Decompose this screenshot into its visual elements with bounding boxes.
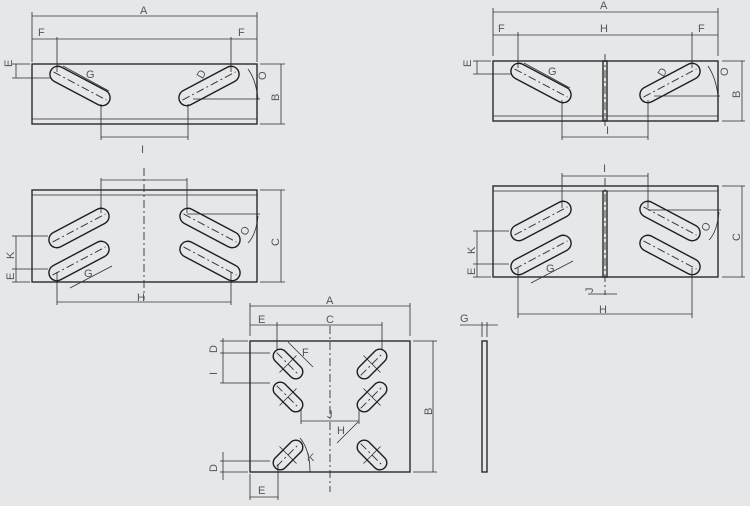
slot-right-bottom — [639, 234, 701, 276]
label-o: O — [699, 220, 714, 234]
label-g: G — [546, 263, 555, 275]
label-g: G — [84, 268, 93, 280]
label-i: I — [208, 372, 220, 375]
label-i: I — [141, 144, 144, 156]
slot-top-left-2 — [272, 381, 304, 413]
slot-left — [49, 65, 111, 107]
label-e-top: E — [258, 314, 265, 326]
label-h: H — [337, 425, 345, 437]
label-b: B — [423, 408, 435, 415]
label-c: C — [326, 314, 334, 326]
view-2-split-plate: A F H F E G D O B — [462, 0, 745, 140]
label-f-left: F — [38, 27, 45, 39]
label-g: G — [86, 69, 95, 81]
label-g: G — [460, 313, 469, 325]
label-o: O — [257, 71, 269, 80]
label-f-right: F — [238, 27, 245, 39]
label-f-right: F — [698, 23, 705, 35]
slot-right — [639, 62, 701, 104]
label-b: B — [270, 94, 282, 101]
label-i: I — [606, 125, 609, 137]
view-5-square-plate: A E C D I — [208, 295, 437, 500]
label-j: J — [584, 288, 596, 294]
label-h: H — [137, 292, 145, 304]
plate-outline — [31, 189, 258, 283]
label-e: E — [5, 273, 17, 280]
label-d: D — [656, 66, 670, 79]
slot-right-top — [179, 207, 241, 249]
view-3-four-slot-plate: K E G H O C — [5, 168, 285, 305]
label-d: D — [195, 68, 209, 81]
slot-top-right-2 — [356, 381, 388, 413]
label-f: F — [302, 347, 309, 359]
slot-left-top — [48, 207, 110, 249]
slot-right-top — [639, 200, 701, 242]
label-h: H — [599, 304, 607, 316]
plate-outline — [492, 185, 719, 278]
view-4-split-four-slot-plate: I K E G J H O — [466, 163, 745, 318]
label-e: E — [462, 60, 474, 67]
label-b: B — [731, 91, 743, 98]
label-j: J — [327, 409, 333, 421]
label-k: K — [466, 246, 478, 254]
label-k: K — [307, 452, 315, 464]
label-k: K — [5, 251, 17, 259]
view-1-single-plate: A F F E G D O B — [3, 5, 285, 156]
view-6-thickness-profile: G — [460, 313, 498, 473]
slot-right-bottom — [179, 240, 241, 282]
plate-outline — [492, 60, 719, 122]
label-g: G — [548, 66, 557, 78]
slot-left-bottom — [510, 234, 572, 276]
slot-bottom-left — [272, 439, 304, 471]
slot-bottom-right — [356, 439, 388, 471]
slot-top-right-1 — [356, 348, 388, 380]
label-f-left: F — [498, 23, 505, 35]
label-e: E — [466, 268, 478, 275]
label-h: H — [600, 23, 608, 35]
label-o: O — [719, 67, 731, 76]
label-a: A — [140, 5, 148, 17]
slot-left-bottom — [48, 240, 110, 282]
label-i: I — [603, 163, 606, 175]
label-e: E — [3, 60, 15, 67]
label-e-bottom: E — [258, 485, 265, 497]
slot-left — [510, 62, 572, 104]
label-d-top: D — [208, 345, 220, 353]
slot-top-left-1 — [272, 348, 304, 380]
label-c: C — [731, 233, 743, 241]
label-o: O — [238, 224, 253, 238]
label-c: C — [270, 238, 282, 246]
label-a: A — [326, 295, 334, 307]
slot-right — [178, 65, 240, 107]
label-a: A — [600, 0, 608, 12]
label-d-bottom: D — [208, 464, 220, 472]
slot-left-top — [510, 200, 572, 242]
plate-outline — [31, 63, 258, 125]
plate-side-outline — [481, 340, 488, 473]
